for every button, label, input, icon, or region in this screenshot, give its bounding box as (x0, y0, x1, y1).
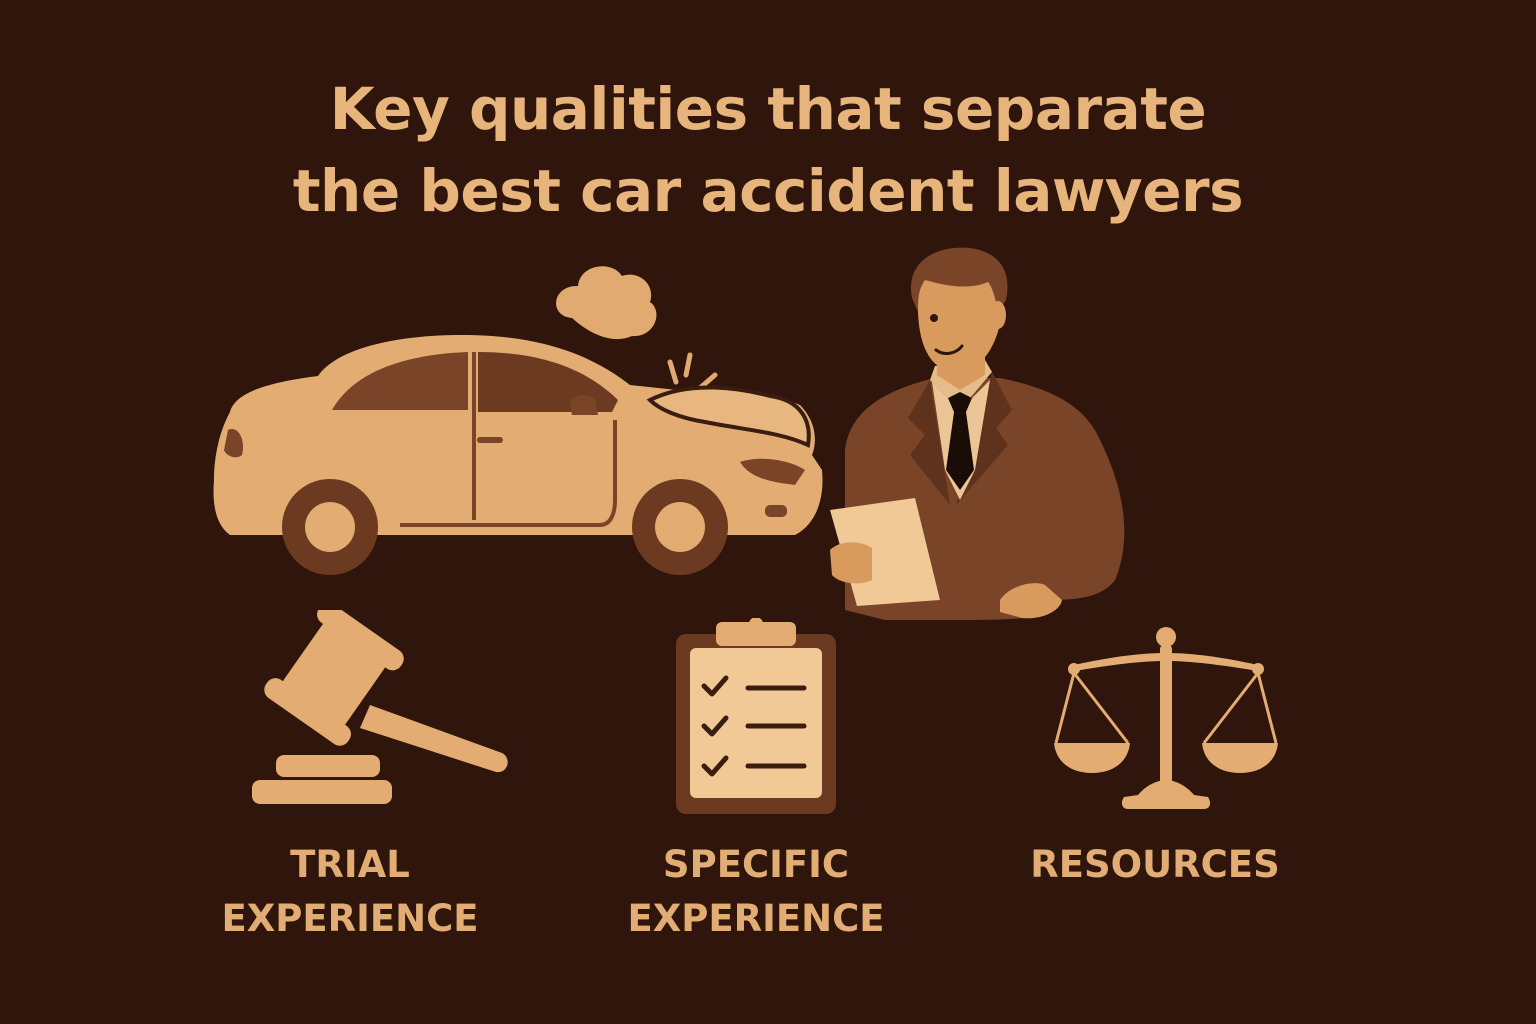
page-title: Key qualities that separate the best car… (0, 68, 1536, 232)
title-line-2: the best car accident lawyers (292, 157, 1244, 225)
quality-label-resources: RESOURCES (1005, 838, 1305, 892)
title-line-1: Key qualities that separate (329, 75, 1207, 143)
smoke-cloud-icon (556, 266, 657, 340)
document-icon (830, 498, 940, 606)
quality-label-line: RESOURCES (1030, 843, 1280, 886)
lawyer-figure-icon (845, 247, 1125, 620)
gavel-icon (252, 610, 508, 804)
quality-label-specific-experience: SPECIFIC EXPERIENCE (606, 838, 906, 946)
impact-lines-icon (667, 352, 718, 391)
checklist-clipboard-icon (676, 618, 836, 814)
quality-label-trial-experience: TRIAL EXPERIENCE (200, 838, 500, 946)
quality-label-line: TRIAL (290, 843, 410, 886)
scales-of-justice-icon (1054, 627, 1278, 809)
quality-label-line: EXPERIENCE (627, 897, 885, 940)
crashed-car-icon (213, 334, 823, 575)
quality-label-line: EXPERIENCE (221, 897, 479, 940)
quality-label-line: SPECIFIC (662, 843, 850, 886)
